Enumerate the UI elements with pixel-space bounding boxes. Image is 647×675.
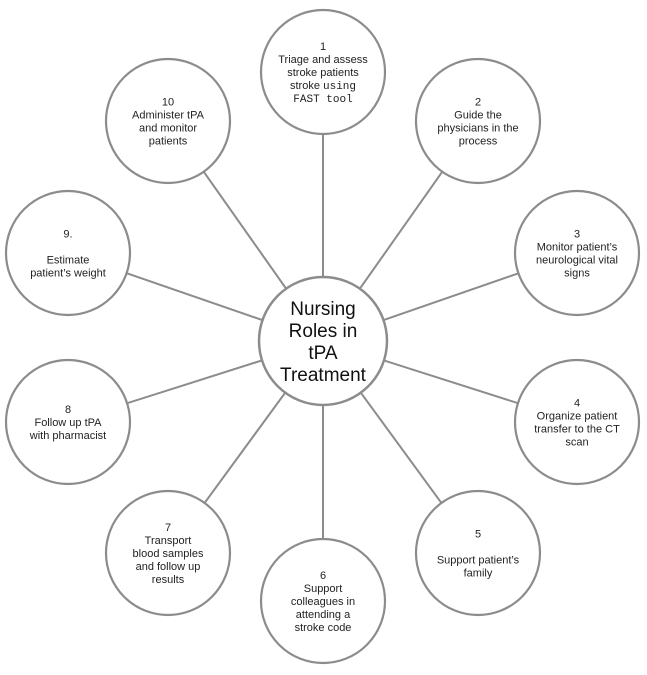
role-node-4-line-2: Organize patient xyxy=(537,411,618,423)
role-node-1-line-1: 1 xyxy=(320,41,326,53)
role-node-circle-1 xyxy=(259,8,387,136)
role-node-3-line-3: neurological vital xyxy=(536,255,618,267)
hub-title-line-4: Treatment xyxy=(280,365,367,386)
role-node-10-line-2: Administer tPA xyxy=(132,110,205,122)
role-node-6-line-1: 6 xyxy=(320,570,326,582)
role-node-circle-9 xyxy=(4,189,132,317)
role-node-1-line-3: stroke patients xyxy=(287,67,359,79)
role-node-2-line-1: 2 xyxy=(475,97,481,109)
role-node-1-line-2: Triage and assess xyxy=(278,54,368,66)
hub-title-line-3: tPA xyxy=(308,343,338,364)
role-node-5-line-4: family xyxy=(464,568,493,580)
role-node-circle-3 xyxy=(513,189,641,317)
role-node-2-line-3: physicians in the xyxy=(437,123,518,135)
role-node-circle-7 xyxy=(104,489,232,617)
role-node-2-line-4: process xyxy=(459,136,498,148)
role-node-1-line-4: stroke using xyxy=(290,80,356,93)
role-node-circle-2 xyxy=(414,57,542,185)
role-node-7-line-5: results xyxy=(152,574,185,586)
role-node-7-line-4: and follow up xyxy=(136,561,201,573)
role-node-circle-6 xyxy=(259,537,387,665)
role-node-3-line-1: 3 xyxy=(574,229,580,241)
role-node-7-line-2: Transport xyxy=(145,535,192,547)
role-node-8-line-2: Follow up tPA xyxy=(34,417,102,429)
role-node-circle-4 xyxy=(513,358,641,486)
role-node-8-line-3: with pharmacist xyxy=(29,430,106,442)
role-node-4-line-3: transfer to the CT xyxy=(534,424,620,436)
hub-circle xyxy=(257,275,389,407)
role-node-4-line-4: scan xyxy=(565,437,588,449)
role-node-1-line-5: FAST tool xyxy=(293,94,352,106)
role-node-6-line-2: Support xyxy=(304,583,343,595)
role-node-6-line-3: colleagues in xyxy=(291,596,355,608)
role-node-10-line-3: and monitor xyxy=(139,123,197,135)
role-node-9-line-1: 9. xyxy=(63,229,72,241)
role-node-circle-8 xyxy=(4,358,132,486)
role-node-6-line-5: stroke code xyxy=(295,622,352,634)
role-node-10-line-1: 10 xyxy=(162,97,174,109)
role-node-circle-5 xyxy=(414,489,542,617)
role-node-7-line-1: 7 xyxy=(165,522,171,534)
role-node-2-line-2: Guide the xyxy=(454,110,502,122)
role-node-6-line-4: attending a xyxy=(296,609,351,621)
role-node-8-line-1: 8 xyxy=(65,404,71,416)
hub-title-line-2: Roles in xyxy=(289,321,358,342)
role-node-9-line-3: Estimate xyxy=(47,255,90,267)
role-node-7-line-3: blood samples xyxy=(133,548,204,560)
hub-title-line-1: Nursing xyxy=(290,299,355,320)
role-node-4-line-1: 4 xyxy=(574,398,580,410)
role-node-3-line-4: signs xyxy=(564,268,590,280)
role-node-9-line-4: patient’s weight xyxy=(30,268,106,280)
role-node-5-line-1: 5 xyxy=(475,529,481,541)
role-node-circle-10 xyxy=(104,57,232,185)
role-node-10-line-4: patients xyxy=(149,136,188,148)
role-node-5-line-3: Support patient’s xyxy=(437,555,520,567)
role-node-3-line-2: Monitor patient’s xyxy=(537,242,618,254)
